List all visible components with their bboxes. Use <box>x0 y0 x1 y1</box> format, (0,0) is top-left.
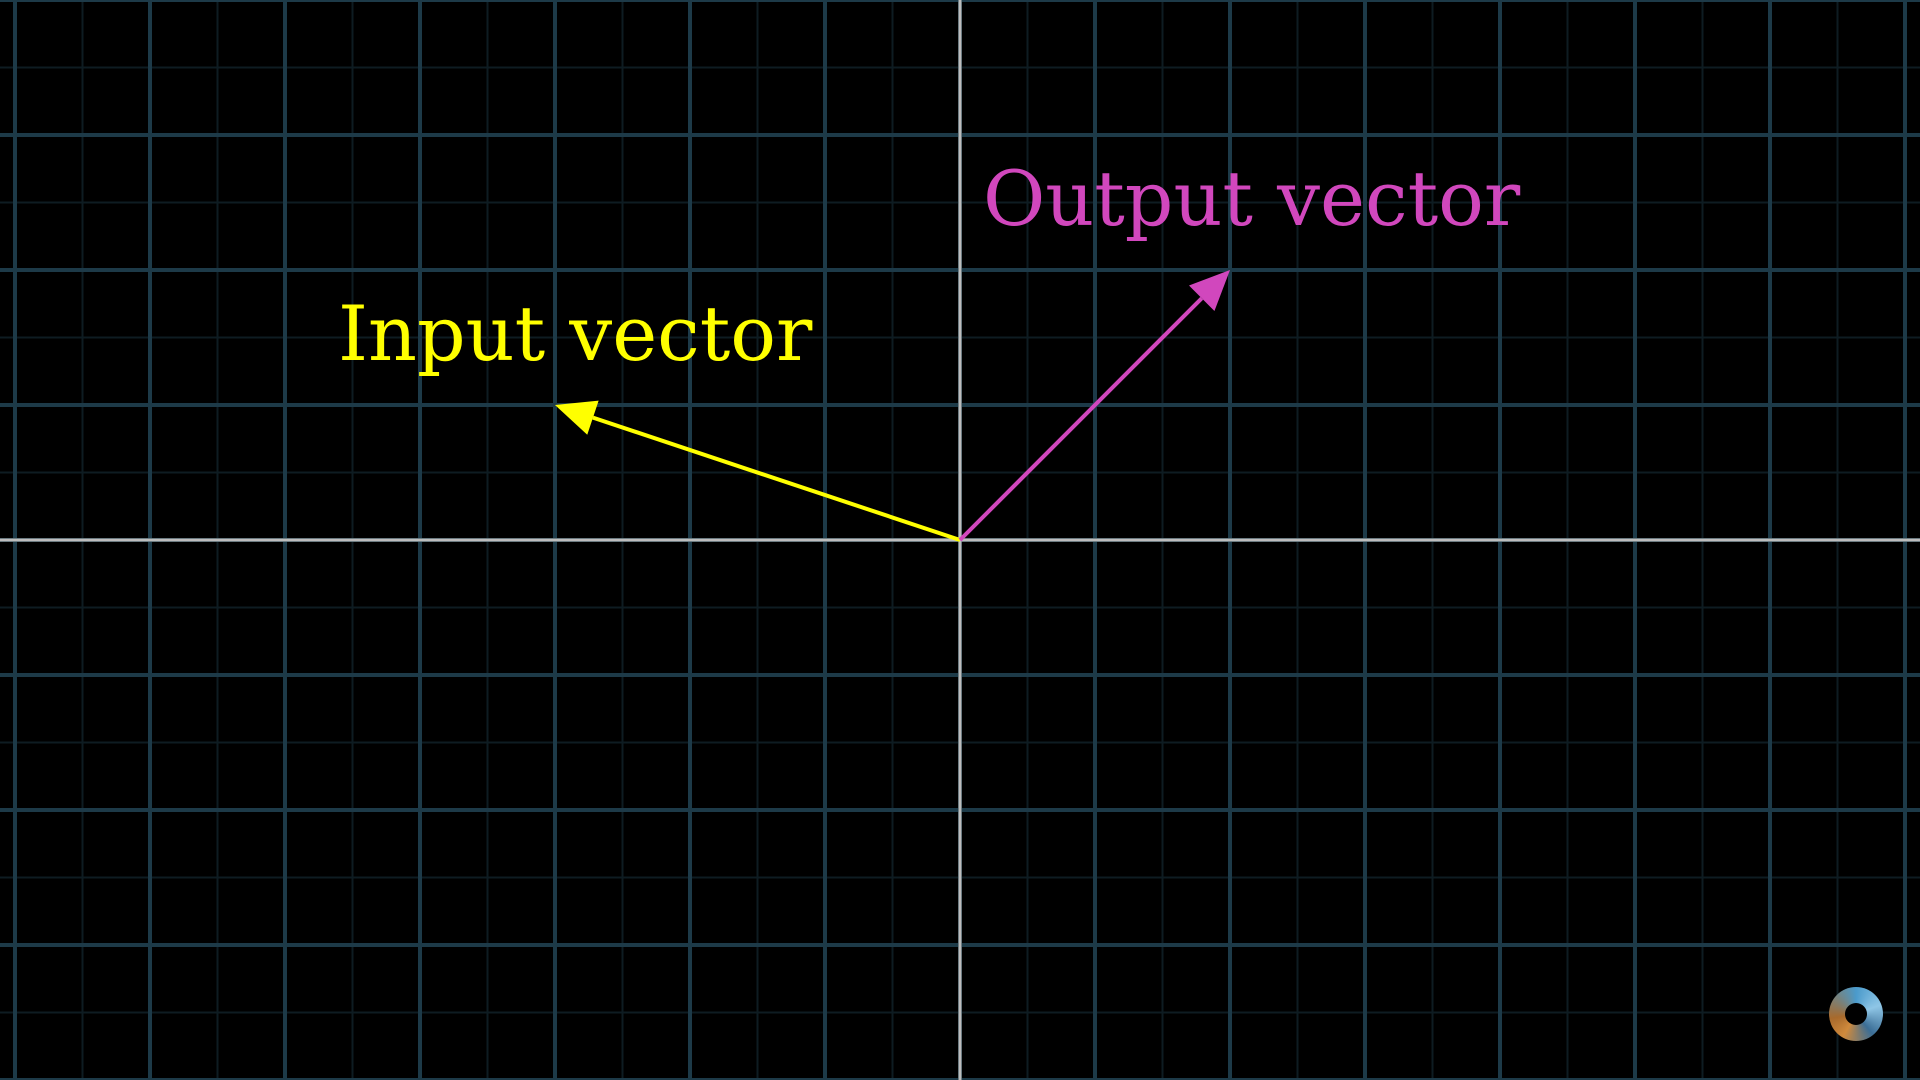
output-vector-label: Output vector <box>983 154 1521 243</box>
output-vector-arrowhead <box>1188 270 1230 312</box>
input-vector-arrowhead <box>555 400 599 435</box>
3blue1brown-pi-eye-icon <box>1829 987 1883 1041</box>
input-vector-label: Input vector <box>338 289 813 378</box>
input-vector <box>555 400 961 542</box>
logo-pupil <box>1845 1003 1867 1025</box>
output-vector <box>958 270 1230 542</box>
output-vector-shaft <box>958 296 1204 542</box>
input-vector-shaft <box>592 415 961 542</box>
